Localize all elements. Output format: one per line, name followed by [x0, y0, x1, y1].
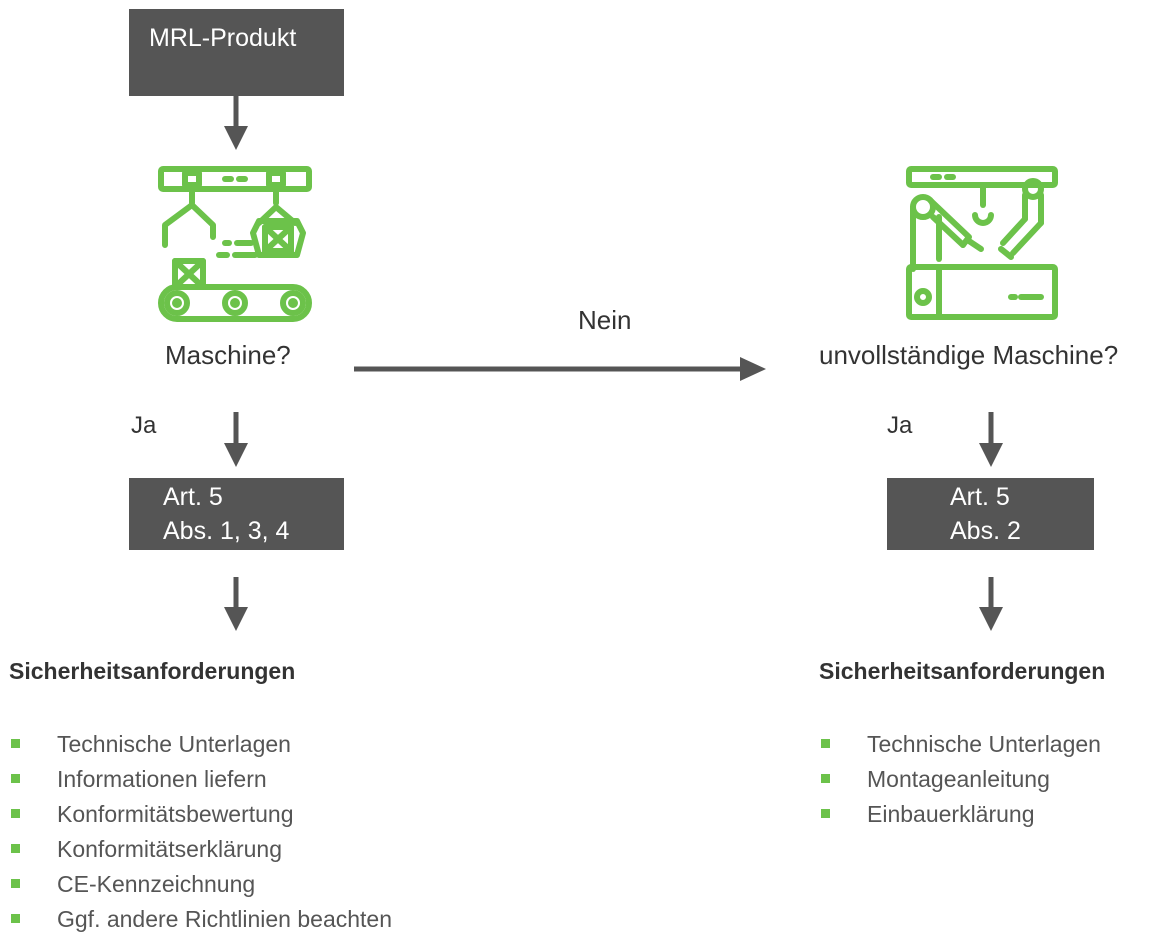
article-box-right: Art. 5 Abs. 2	[887, 478, 1094, 550]
bullet-icon	[11, 879, 20, 888]
arrow-down-left-yes	[224, 412, 248, 467]
bullet-icon	[11, 774, 20, 783]
bullet-icon	[11, 844, 20, 853]
arrow-down-right-req	[979, 577, 1003, 631]
list-item: Konformitätserklärung	[9, 832, 392, 867]
no-label: Nein	[578, 305, 632, 335]
requirements-list-left: Technische Unterlagen Informationen lief…	[9, 727, 392, 937]
bullet-icon	[821, 809, 830, 818]
requirements-heading-right: Sicherheitsanforderungen	[819, 658, 1106, 684]
mrl-product-box: MRL-Produkt	[129, 9, 344, 96]
list-item: Ggf. andere Richtlinien beachten	[9, 902, 392, 937]
requirements-heading-left: Sicherheitsanforderungen	[9, 658, 296, 684]
requirements-list-right: Technische Unterlagen Montageanleitung E…	[819, 727, 1101, 832]
mrl-product-label: MRL-Produkt	[149, 24, 297, 52]
bullet-icon	[11, 914, 20, 923]
conveyor-machine-icon	[158, 166, 312, 322]
arrow-right-no	[354, 357, 766, 381]
robot-arm-icon	[906, 166, 1058, 320]
machine-question: Maschine?	[165, 340, 291, 370]
bullet-icon	[821, 739, 830, 748]
list-item: Einbauerklärung	[819, 797, 1101, 832]
bullet-icon	[11, 739, 20, 748]
article-box-left-line2: Abs. 1, 3, 4	[163, 517, 290, 545]
list-item: Informationen liefern	[9, 762, 392, 797]
article-box-right-line2: Abs. 2	[950, 517, 1021, 545]
article-box-right-line1: Art. 5	[950, 483, 1010, 511]
yes-label-left: Ja	[131, 412, 157, 439]
list-item: Konformitätsbewertung	[9, 797, 392, 832]
list-item: Technische Unterlagen	[819, 727, 1101, 762]
list-item: Technische Unterlagen	[9, 727, 392, 762]
arrow-down-left-req	[224, 577, 248, 631]
arrow-down-top	[224, 96, 248, 150]
incomplete-machine-question: unvollständige Maschine?	[819, 340, 1119, 370]
list-item: CE-Kennzeichnung	[9, 867, 392, 902]
bullet-icon	[11, 809, 20, 818]
article-box-left: Art. 5 Abs. 1, 3, 4	[129, 478, 344, 550]
yes-label-right: Ja	[887, 412, 913, 439]
list-item: Montageanleitung	[819, 762, 1101, 797]
article-box-left-line1: Art. 5	[163, 483, 223, 511]
bullet-icon	[821, 774, 830, 783]
arrow-down-right-yes	[979, 412, 1003, 467]
